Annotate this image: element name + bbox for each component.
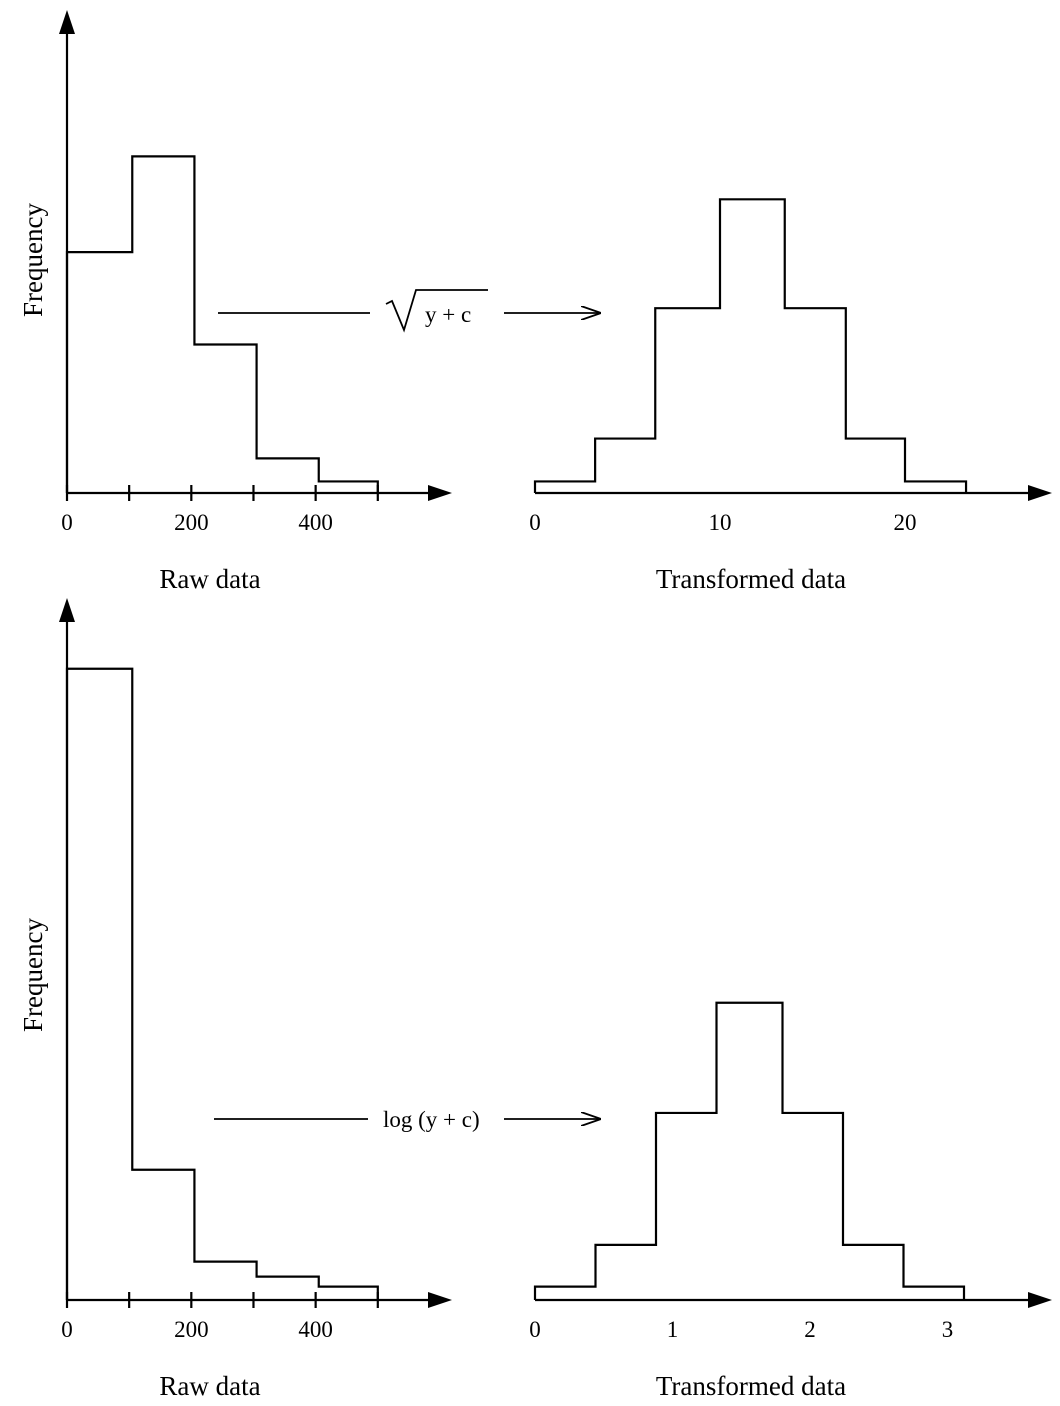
histogram-bar [656,1113,717,1300]
histogram-bar [319,1287,378,1300]
histogram-bar [257,458,319,493]
x-tick-label: 400 [298,1317,333,1342]
x-axis-arrowhead [428,485,452,501]
histogram-bar [720,199,785,493]
histogram-bar [785,308,846,493]
x-axis-arrowhead [1028,485,1052,501]
x-axis-title: Raw data [159,564,260,594]
x-tick-label: 10 [709,510,732,535]
histogram-bar [904,1287,965,1300]
histogram-bar [67,669,132,1300]
histogram-outline [65,155,379,493]
x-axis-title: Transformed data [656,564,846,594]
log-transform-arrow: log (y + c) [214,1107,600,1132]
x-axis-arrowhead [1028,1292,1052,1308]
x-tick-label: 0 [61,1317,73,1342]
y-axis-arrowhead [59,10,75,34]
x-axis-title: Transformed data [656,1371,846,1401]
x-tick-label: 0 [529,1317,541,1342]
histogram-bar [596,1245,657,1300]
y-axis-title: Frequency [18,918,48,1032]
x-axis-arrowhead [428,1292,452,1308]
histogram-outline [533,198,968,493]
sqrt-transform-arrow: y + c [218,289,600,333]
histogram-bar [257,1277,319,1300]
histogram-bar [319,481,378,493]
histogram-bar [132,156,194,493]
x-axis-title: Raw data [159,1371,260,1401]
histogram-bar [67,252,132,493]
histogram-bar [132,1170,194,1300]
x-tick-label: 1 [667,1317,679,1342]
histogram-bar [535,1287,596,1300]
histogram-bar [655,308,720,493]
sqrt-radicand: y + c [425,302,471,327]
histogram-outline [533,1001,966,1300]
histogram-bar [595,439,655,493]
x-tick-label: 0 [529,510,541,535]
histogram-bar [194,1262,256,1300]
x-tick-label: 20 [894,510,917,535]
y-axis-arrowhead [59,598,75,622]
histogram-bar [535,481,595,493]
x-tick-label: 200 [174,1317,209,1342]
x-tick-label: 400 [298,510,333,535]
x-tick-label: 2 [804,1317,816,1342]
radical-sign-icon [385,289,488,333]
log-transform-label: log (y + c) [383,1107,480,1132]
histogram-bar [846,439,905,493]
histogram-bar [905,481,966,493]
histogram-bar [843,1245,904,1300]
x-tick-label: 0 [61,510,73,535]
x-tick-label: 200 [174,510,209,535]
y-axis-title: Frequency [18,203,48,317]
histogram-bar [717,1003,783,1300]
histogram-outline [65,667,379,1300]
histogram-bar [194,345,256,494]
histogram-bar [783,1113,844,1300]
x-tick-label: 3 [942,1317,954,1342]
